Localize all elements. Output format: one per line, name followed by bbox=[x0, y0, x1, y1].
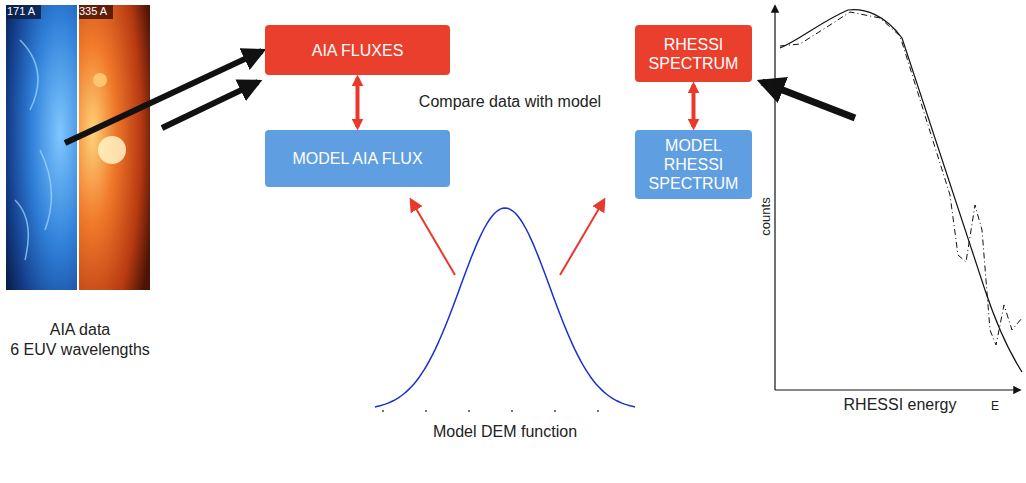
box-text: MODEL RHESSI SPECTRUM bbox=[643, 136, 744, 193]
box-text: MODEL AIA FLUX bbox=[292, 149, 422, 168]
data-box: AIA FLUXES bbox=[265, 25, 450, 75]
y-axis bbox=[774, 6, 775, 390]
axis-label: E bbox=[985, 397, 1005, 416]
caption-text: Model DEM function bbox=[400, 422, 610, 441]
data-arrow bbox=[762, 82, 855, 118]
wavelength-label: 335 A bbox=[79, 5, 113, 18]
annotation: Compare data with model bbox=[415, 92, 605, 111]
box-text: AIA FLUXES bbox=[312, 41, 404, 60]
model-box: MODEL RHESSI SPECTRUM bbox=[635, 130, 752, 199]
compare-arrow bbox=[692, 85, 696, 127]
model-spectrum bbox=[780, 10, 1022, 372]
dem-curve bbox=[375, 208, 635, 407]
aia-171-image bbox=[6, 5, 78, 290]
data-spectrum bbox=[780, 12, 1022, 345]
box-text: RHESSI SPECTRUM bbox=[643, 35, 744, 73]
wavelength-label: 171 A bbox=[7, 5, 41, 18]
model-box: MODEL AIA FLUX bbox=[265, 130, 450, 187]
data-arrow bbox=[162, 82, 258, 128]
model-arrow bbox=[411, 200, 455, 275]
axis-label: counts bbox=[756, 187, 775, 247]
caption-text: AIA data bbox=[20, 320, 140, 339]
aia-335-image bbox=[78, 5, 150, 290]
x-axis bbox=[775, 389, 1020, 390]
data-arrow bbox=[65, 51, 262, 143]
axis-label: RHESSI energy bbox=[840, 395, 960, 414]
axis-ticks bbox=[382, 410, 599, 412]
data-box: RHESSI SPECTRUM bbox=[635, 25, 752, 82]
caption-text: 6 EUV wavelengths bbox=[0, 340, 160, 359]
model-arrow bbox=[560, 200, 604, 275]
compare-arrow bbox=[356, 78, 360, 127]
